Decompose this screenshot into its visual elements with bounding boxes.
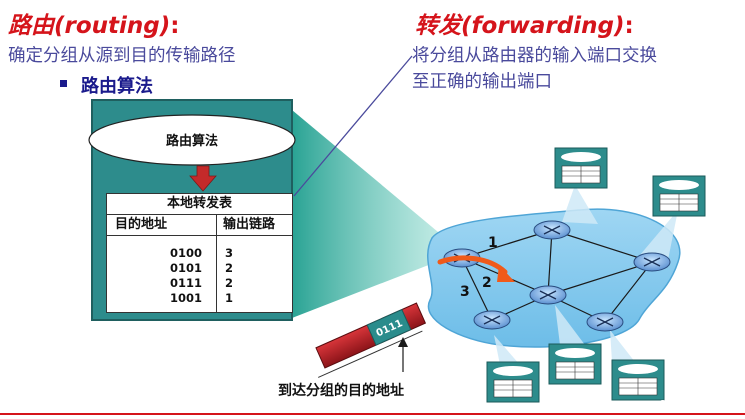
table-cell-dest: 0111 (169, 276, 202, 290)
packet-header (366, 308, 412, 346)
table-host-top (554, 147, 608, 189)
table-cell-link: 2 (225, 276, 234, 290)
forwarding-table-body: 0100 0101 0111 1001 3 2 2 1 (107, 236, 292, 313)
forwarding-table: 本地转发表 目的地址 输出链路 0100 0101 0111 1001 3 2 … (106, 193, 293, 313)
table-host-bottom-mid (548, 343, 602, 385)
routing-description: 确定分组从源到目的传输路径 (8, 46, 236, 66)
table-cell-dest: 0101 (169, 261, 202, 275)
bullet-square-icon (60, 80, 67, 87)
forwarding-title-en: (forwarding) (461, 13, 625, 39)
forwarding-title-colon: : (624, 13, 634, 39)
table-cell-link: 3 (225, 246, 234, 260)
forwarding-table-title: 本地转发表 (107, 194, 292, 215)
router-bottom-right (586, 312, 624, 332)
table-cell-link: 2 (225, 261, 234, 275)
routing-algorithm-bullet: 路由算法 (81, 76, 153, 97)
packet-pointer-arrow-icon (398, 337, 408, 347)
forwarding-title-cn: 转发 (415, 13, 461, 39)
arriving-packet: 0111 (315, 302, 427, 378)
table-cell-link: 1 (225, 291, 234, 305)
host-cone-right (640, 210, 678, 260)
column-header-dest: 目的地址 (107, 215, 217, 235)
routing-title-en: (routing) (54, 13, 171, 39)
routing-title-cn: 路由 (8, 13, 54, 39)
forwarding-description-line1: 将分组从路由器的输入端口交换 (412, 46, 657, 66)
host-cone-bottom-right (610, 330, 635, 362)
forwarding-table-header-row: 目的地址 输出链路 (107, 215, 292, 236)
packet-caption: 到达分组的目的地址 (278, 382, 404, 399)
routing-title-colon: : (170, 13, 180, 39)
table-host-right (652, 175, 706, 217)
host-cone-top (562, 185, 598, 224)
routing-algorithm-label: 路由算法 (166, 133, 218, 149)
table-host-bottom-right (611, 359, 665, 401)
host-cone-bottom-left (494, 335, 520, 365)
forwarding-leader-line (293, 55, 413, 197)
link-label-2: 2 (482, 275, 492, 291)
table-cell-dest: 0100 (169, 246, 202, 260)
router-top (533, 220, 571, 240)
column-header-link: 输出链路 (223, 217, 276, 232)
forwarding-title: 转发(forwarding): (415, 6, 634, 40)
host-cone-bottom-mid (555, 305, 585, 345)
table-cell-dest: 1001 (169, 291, 202, 305)
watermark: CSDN @wake D (658, 399, 737, 410)
router-center (529, 285, 567, 305)
packet-body (315, 302, 427, 369)
link-label-3: 3 (460, 284, 470, 300)
forwarding-description-line2: 至正确的输出端口 (412, 72, 552, 92)
forwarding-arrow-head-icon (497, 265, 515, 282)
table-host-bottom-left (486, 361, 540, 403)
dest-column: 0100 0101 0111 1001 (107, 236, 217, 313)
link-label-1: 1 (488, 235, 498, 251)
routing-algorithm-ellipse (88, 114, 296, 166)
down-arrow-icon (189, 165, 217, 192)
router-right (633, 252, 671, 272)
zoom-cone (292, 110, 462, 318)
routing-title: 路由(routing): (8, 6, 179, 40)
router-bottom-left (473, 310, 511, 330)
link-column: 3 2 2 1 (217, 236, 292, 313)
footer-divider (0, 413, 745, 415)
